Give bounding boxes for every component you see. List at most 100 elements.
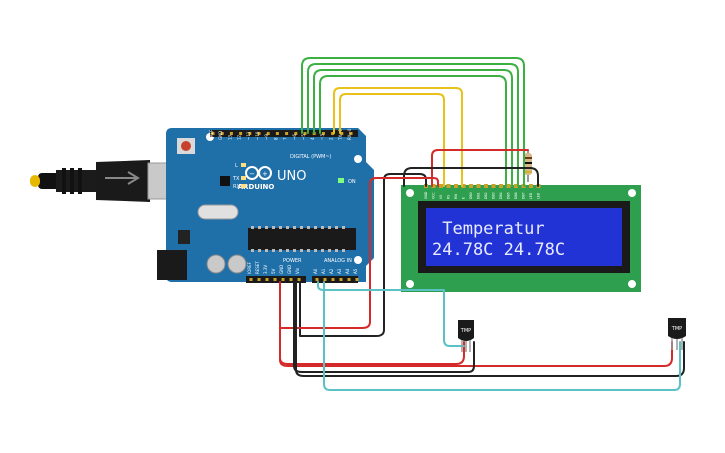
power-pin-label: 5V	[271, 268, 276, 274]
digital-pin-label: ~9	[264, 134, 269, 140]
led-tx-label: TX	[232, 176, 240, 182]
resistor[interactable]	[524, 150, 532, 182]
digital-pin[interactable]	[211, 132, 215, 135]
usb-icon	[105, 171, 140, 185]
lcd-pin[interactable]	[446, 184, 451, 188]
lcd-pin[interactable]	[461, 184, 466, 188]
wire-yellow-2	[339, 93, 445, 187]
wire-black-gnd	[299, 173, 427, 337]
digital-pin[interactable]	[257, 132, 261, 135]
wire-cyan-a0	[317, 281, 465, 347]
power-pin[interactable]	[265, 278, 269, 281]
lcd-pin[interactable]	[499, 184, 503, 188]
digital-pin[interactable]	[239, 132, 243, 135]
power-pin[interactable]	[257, 278, 261, 281]
lcd-pin[interactable]	[454, 184, 458, 188]
lcd-pin-label: E	[462, 197, 466, 199]
lcd-pin-label: LED	[529, 192, 533, 199]
lcd-pin[interactable]	[529, 184, 533, 188]
wire-red-lcd	[431, 149, 529, 187]
on-label: ON	[348, 179, 356, 185]
power-pin[interactable]	[273, 278, 277, 281]
analog-pin-label: A1	[321, 268, 326, 274]
digital-pin[interactable]	[248, 132, 252, 135]
digital-pin[interactable]	[220, 132, 224, 135]
lcd-pin-label: DB7	[522, 192, 526, 199]
digital-pin-label: AREF	[209, 129, 214, 140]
digital-pin[interactable]	[229, 132, 233, 135]
analog-pin-label: A0	[313, 268, 318, 274]
power-pin-label: RESET	[255, 261, 260, 274]
wire-green-3	[313, 69, 513, 187]
lcd-pin[interactable]	[431, 184, 436, 188]
power-pin-label: GND	[287, 265, 292, 274]
digital-pin-label: 12	[237, 134, 242, 140]
analog-pin[interactable]	[323, 278, 327, 281]
power-pin[interactable]	[281, 278, 285, 281]
analog-pin[interactable]	[315, 278, 319, 281]
lcd-pin[interactable]	[439, 184, 443, 188]
power-pin-label: 3.3V	[263, 265, 268, 274]
digital-pin[interactable]	[321, 132, 325, 135]
analog-pin[interactable]	[347, 278, 351, 281]
lcd-pin[interactable]	[469, 184, 473, 188]
digital-pin-label: 4	[310, 137, 315, 140]
lcd-pin-label: VCC	[432, 192, 436, 199]
digital-pin-label: GND	[218, 131, 223, 140]
lcd-pin-label: DB3	[492, 192, 496, 199]
temperature-sensor-2[interactable]: TMP	[668, 318, 686, 350]
digital-pin[interactable]	[294, 132, 298, 135]
lcd-pin[interactable]	[506, 184, 511, 188]
wire-black-lcd	[403, 167, 539, 187]
analog-pin-label: A2	[329, 268, 334, 274]
analog-label: ANALOG IN	[324, 258, 352, 264]
microcontroller-chip	[248, 228, 356, 250]
lcd-pin-label: DB2	[484, 192, 488, 199]
lcd-pin[interactable]	[514, 184, 518, 188]
lcd-pin-label: RW	[454, 193, 458, 199]
digital-pin[interactable]	[349, 132, 353, 135]
digital-pin[interactable]	[303, 132, 307, 135]
lcd-pin[interactable]	[476, 184, 481, 188]
power-label: POWER	[283, 258, 302, 264]
usb-cable[interactable]	[30, 160, 175, 202]
analog-pin[interactable]	[355, 278, 359, 281]
wire-black-sensor1	[293, 281, 475, 373]
power-pin[interactable]	[297, 278, 301, 281]
on-led	[338, 178, 344, 183]
digital-pin-label: ~11	[246, 131, 251, 140]
digital-pin[interactable]	[340, 132, 344, 135]
analog-pin[interactable]	[339, 278, 343, 281]
power-pin-label: IOREF	[247, 261, 252, 274]
power-pin[interactable]	[249, 278, 253, 281]
lcd-pin-label: V0	[439, 195, 443, 199]
digital-pin-label: ~10	[255, 131, 260, 140]
analog-pin[interactable]	[331, 278, 335, 281]
digital-pin[interactable]	[266, 132, 270, 135]
digital-pin[interactable]	[331, 132, 335, 135]
lcd-pin-label: DB1	[477, 192, 481, 199]
lcd-line-1: Temperatur	[432, 219, 545, 239]
power-pin[interactable]	[289, 278, 293, 281]
wire-green-2	[307, 63, 519, 187]
wires	[279, 57, 685, 391]
lcd-pin-label: DB4	[499, 192, 503, 199]
digital-pin-label: 13	[227, 134, 232, 140]
led-rx-label: RX	[233, 184, 240, 190]
lcd-pin[interactable]	[484, 184, 488, 188]
wire-green-4	[319, 75, 507, 187]
sensor-1-label: TMP	[460, 328, 471, 334]
digital-pin[interactable]	[275, 132, 279, 135]
lcd-pin-label: DB0	[469, 192, 473, 199]
lcd-pin-label: DB6	[514, 192, 518, 199]
wire-black-sensor2	[295, 281, 685, 377]
digital-header	[210, 130, 358, 137]
lcd-pin[interactable]	[491, 184, 496, 188]
analog-pin-label: A4	[345, 268, 350, 274]
digital-pin[interactable]	[285, 132, 289, 135]
temperature-sensor-1[interactable]: TMP	[458, 320, 474, 352]
